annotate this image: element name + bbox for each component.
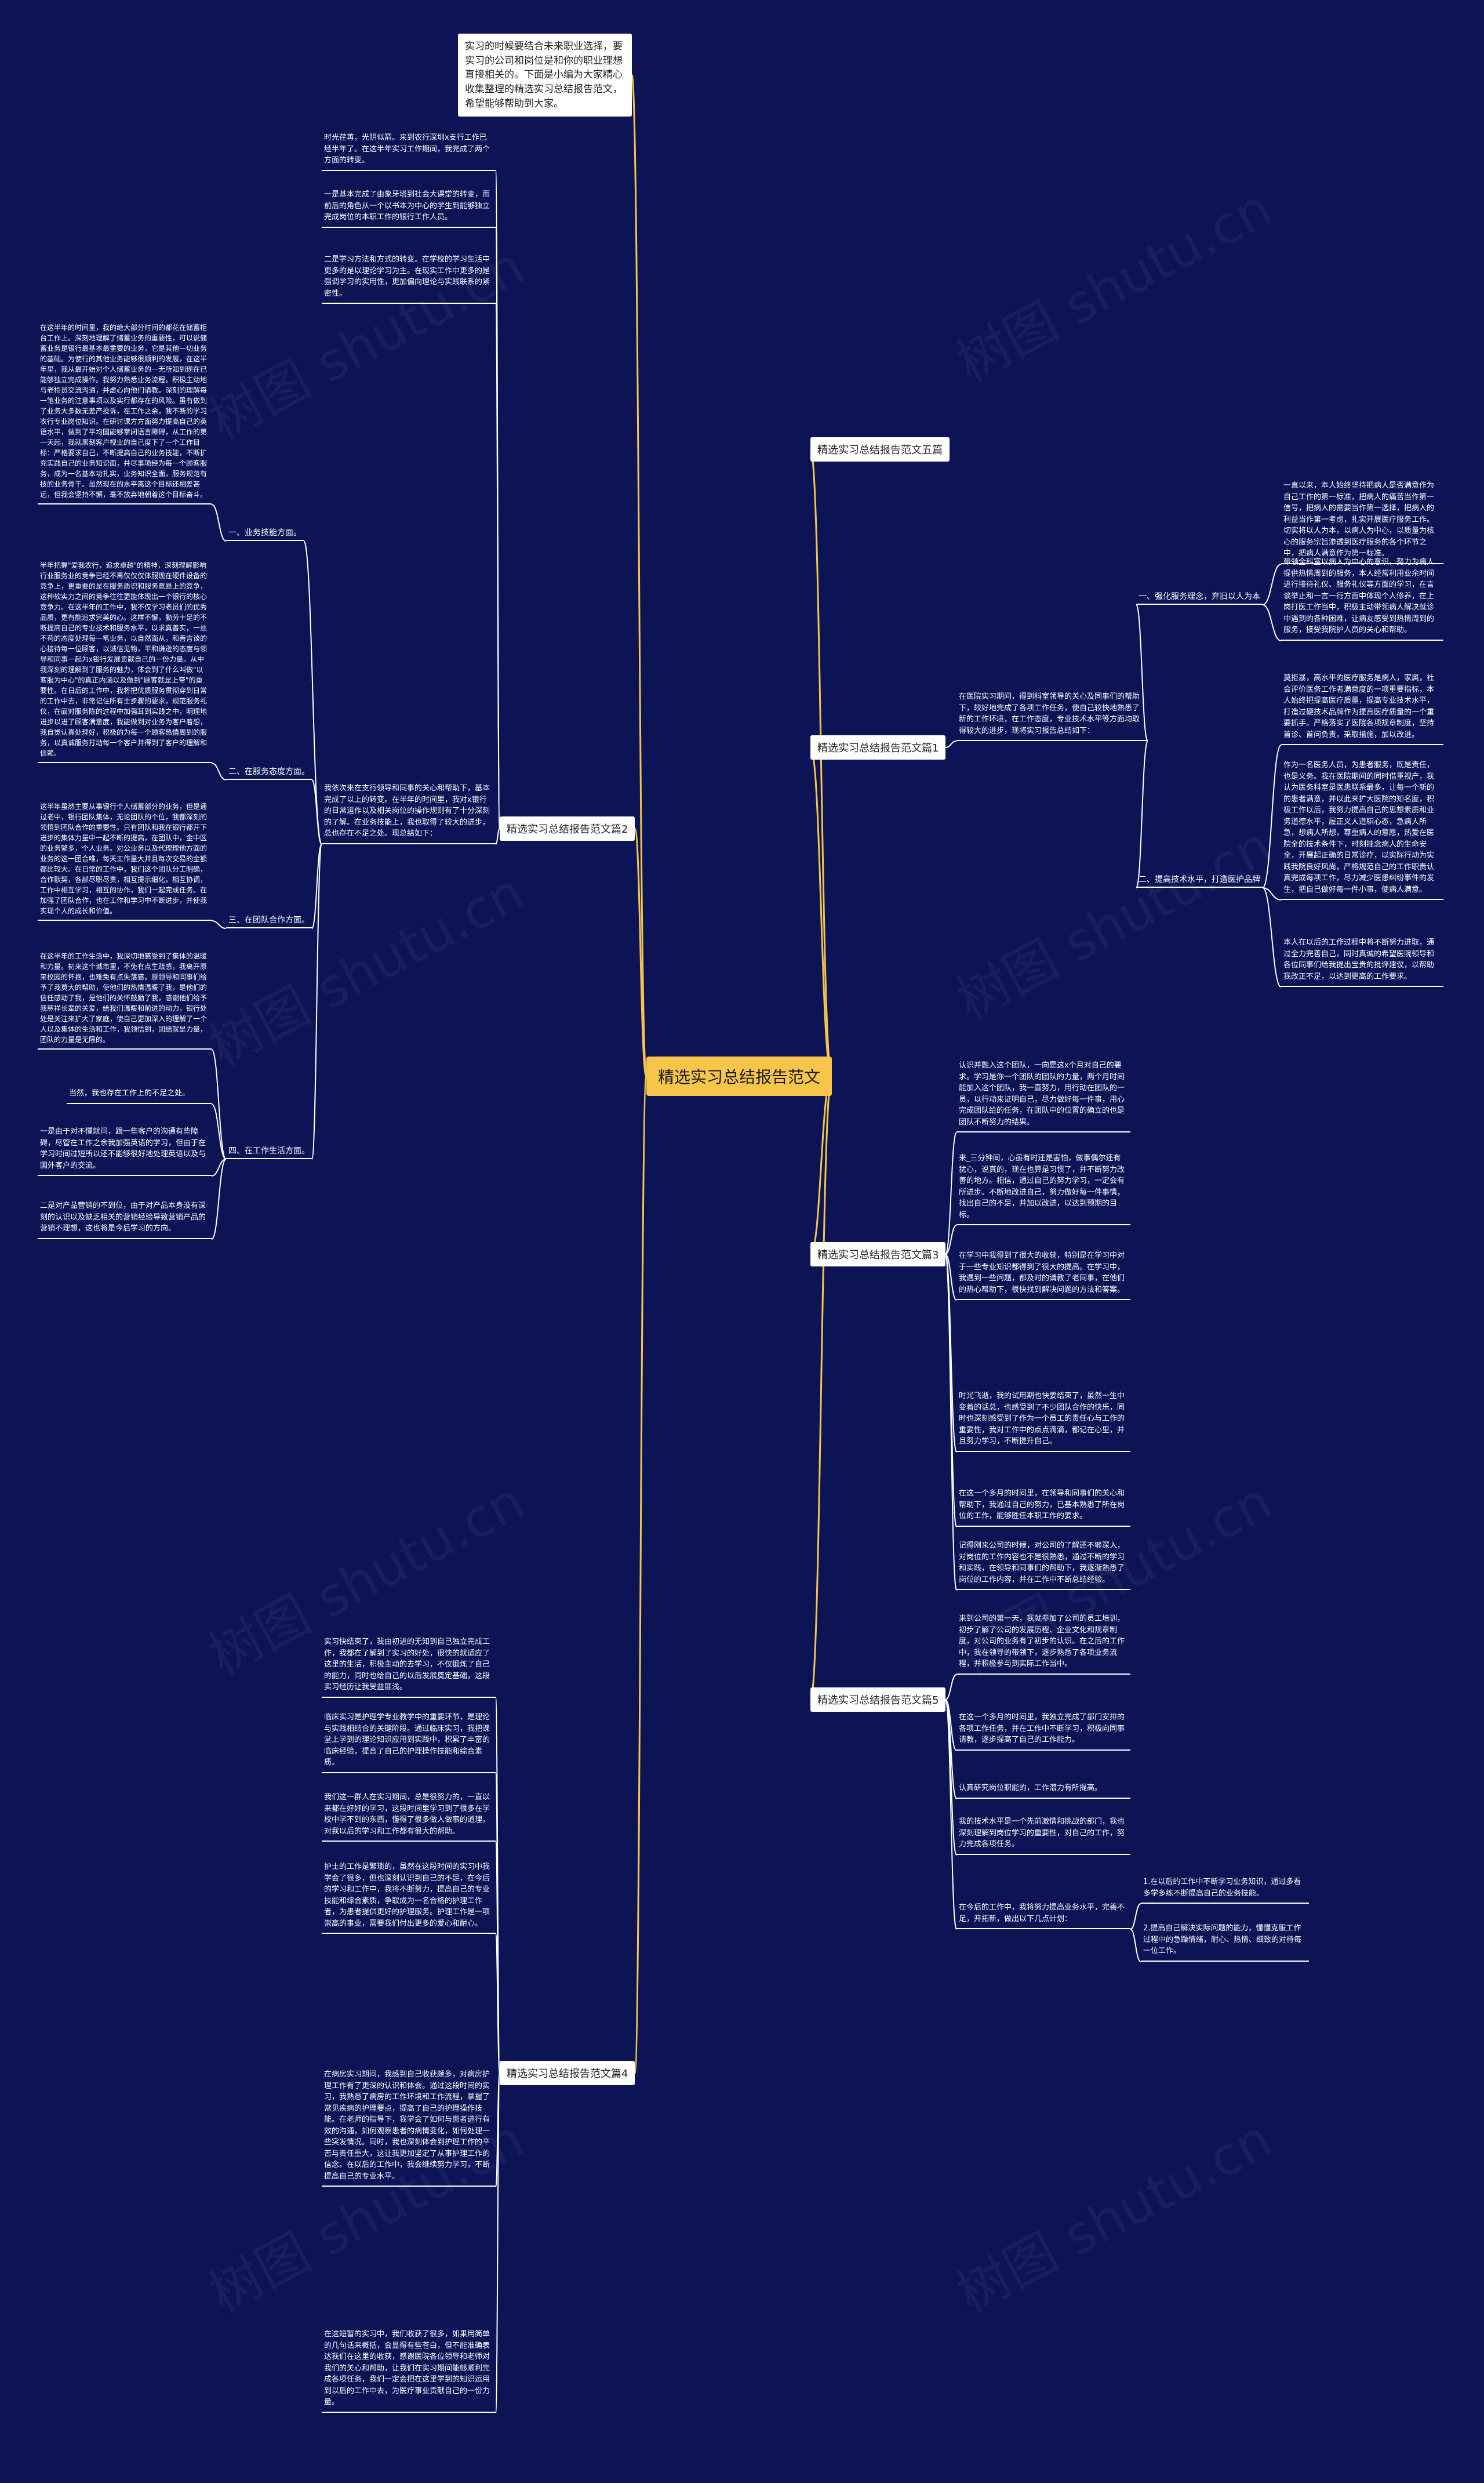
article-5-item: 来到公司的第一天，我就参加了公司的员工培训，初步了解了公司的发展历程、企业文化和… xyxy=(956,1613,1130,1675)
article-2-section-teamwork: 三、在团队合作方面。 xyxy=(226,914,312,928)
article-5-item: 在今后的工作中，我将努力提高业务水平，完善不足，开拓新，做出以下几点计划： xyxy=(956,1902,1130,1929)
connector-line xyxy=(634,1075,648,2074)
connector-line xyxy=(945,1254,957,1591)
article-4-item: 实习快结束了，我由初进的无知到自己独立完成工作，我都在了解到了实习的好处，很快的… xyxy=(322,1636,496,1698)
connector-line xyxy=(495,1933,500,2074)
article-2-section-service: 二、在服务态度方面。 xyxy=(226,765,312,780)
connector-line xyxy=(945,1699,957,1930)
connector-line xyxy=(945,1225,957,1255)
connector-line xyxy=(1262,564,1282,605)
branch-article-1[interactable]: 精选实习总结报告范文篇1 xyxy=(810,735,946,760)
branch-article-2[interactable]: 精选实习总结报告范文篇2 xyxy=(500,816,635,841)
article-2-life-text: 在这半年的工作生活中，我深切地感受到了集体的温暖和力量。初来这个城市里，不免有点… xyxy=(38,951,212,1050)
connector-line xyxy=(945,1674,957,1700)
article-4-item: 护士的工作是繁琐的，虽然在这段时间的实习中我学会了很多，但也深刻认识到自己的不足… xyxy=(322,1861,496,1934)
connector-line xyxy=(945,1132,957,1255)
article-3-item: 来_三分钟间，心虽有时还是害怕，做事偶尔还有犹心，说真的，现在也算是习惯了，并不… xyxy=(956,1153,1130,1225)
connector-line xyxy=(211,1159,227,1240)
connector-line xyxy=(1262,887,1282,988)
article-5-item: 我的技术水平是一个先前激情和挑战的部门，我也深刻理解到岗位学习的重要性，对自己的… xyxy=(956,1816,1130,1855)
article-4-item: 临床实习是护理学专业教学中的重要环节，是理论与实践相结合的关键阶段。通过临床实习… xyxy=(322,1712,496,1773)
connector-line xyxy=(1262,887,1282,901)
article-2-summary: 我依次来在支行领导和同事的关心和帮助下，基本完成了以上的转变。在半年的时间里，我… xyxy=(322,783,496,844)
article-2-shortcoming: 一是由于对不懂就问，跟一些客户的沟通有些障碍，尽管在工作之余我加强英语的学习，但… xyxy=(38,1126,212,1176)
article-5-item: 认真研究岗位职能的，工作潜力有所提高。 xyxy=(956,1783,1130,1799)
connector-line xyxy=(311,844,322,1160)
connector-line xyxy=(1130,1903,1141,1930)
article-1-item: 带领全科室以病人为中心的意识，努力为病人提供热情周到的服务，本人经常利用业余时间… xyxy=(1281,557,1443,641)
connector-line xyxy=(211,504,227,542)
article-5-item: 在这一个多月的时间里，我独立完成了部门安排的各项工作任务，并在工作中不断学习，积… xyxy=(956,1712,1130,1751)
article-2-intro-item: 一是基本完成了由象牙塔到社会大课堂的转变，而前后的角色从一个以书本为中心的学生到… xyxy=(322,189,496,228)
article-1-summary: 在医院实习期间，得到科室领导的关心及同事们的帮助下，较好地完成了各项工作任务，使… xyxy=(956,691,1148,741)
article-3-item: 认识并融入这个团队，一向是这x个月对自己的要求。学习是你一个团队的团队的力量，两… xyxy=(956,1060,1130,1132)
article-4-item: 我们这一群人在实习期间，总是很努力的，一直以来都在好好的学习，这段时间里学习到了… xyxy=(322,1792,496,1842)
connector-line xyxy=(311,844,322,929)
branch-five-articles[interactable]: 精选实习总结报告范文五篇 xyxy=(810,437,950,462)
intro-text: 实习的时候要结合未来职业选择，要实习的公司和岗位是和你的职业理想直接相关的。下面… xyxy=(458,34,632,117)
article-1-item: 一直以来，本人始终坚持把病人是否满意作为自己工作的第一标准，把病人的痛苦当作第一… xyxy=(1281,480,1443,564)
connector-line xyxy=(809,448,833,1077)
article-1-item: 莫拒暴，高水平的医疗服务是病人，家属，社会评价医务工作者满意度的一项重要指标，本… xyxy=(1281,673,1443,745)
article-2-section-life: 四、在工作生活方面。 xyxy=(226,1145,312,1159)
connector-line xyxy=(945,1254,957,1301)
article-2-shortcoming: 当然，我也存在工作上的不足之处。 xyxy=(67,1088,212,1104)
connector-line xyxy=(211,1159,227,1177)
connector-line xyxy=(1136,740,1148,888)
connector-line xyxy=(495,2072,500,2413)
connector-line xyxy=(1130,1929,1141,1962)
connector-line xyxy=(211,1103,227,1160)
connector-line xyxy=(495,828,500,845)
connector-line xyxy=(311,779,322,845)
article-3-item: 在这一个多月的时间里，在领导和同事们的关心和帮助下，我通过自己的努力，已基本熟悉… xyxy=(956,1488,1130,1527)
article-2-shortcoming: 二是对产品营销的不到位，由于对产品本身没有深刻的认识以及缺乏相关的营销经验导致营… xyxy=(38,1200,212,1239)
connector-line xyxy=(495,303,500,829)
branch-article-5[interactable]: 精选实习总结报告范文篇5 xyxy=(810,1687,946,1712)
article-4-item: 在病房实习期间，我感到自己收获颇多，对病房护理工作有了更深的认识和体会。通过这段… xyxy=(322,2069,496,2187)
root-topic[interactable]: 精选实习总结报告范文 xyxy=(646,1057,832,1096)
connector-line xyxy=(211,763,227,781)
connector-line xyxy=(945,740,957,748)
connector-line xyxy=(1262,604,1282,641)
article-2-skills-text: 在这半年的时间里，我的绝大部分时间的都花在储蓄柜台工作上。深刻地理解了储蓄业务的… xyxy=(38,322,212,504)
article-2-section-skills: 一、业务技能方面。 xyxy=(226,527,304,541)
article-1-item: 作为一名医务人员，为患者服务，既是责任，也是义务。我在医院期间的同时借重视产，我… xyxy=(1281,760,1443,900)
article-4-item: 在这短暂的实习中，我们收获了很多，如果用简单的几句话来概括，会显得有些苍白，但不… xyxy=(322,2329,496,2413)
article-1-item: 本人在以后的工作过程中将不断努力进取，通过全力完善自己，同时真诚的希望医院领导和… xyxy=(1281,937,1443,987)
article-1-section-1: 一、强化服务理念，弃旧以人为本 xyxy=(1136,590,1263,605)
connector-line xyxy=(211,920,227,929)
connector-line xyxy=(809,1075,833,1701)
connector-line xyxy=(1136,604,1148,742)
article-3-item: 时光飞逝，我的试用期也快要结束了，虽然一生中变着的话总，也感受到了不少团队合作的… xyxy=(956,1391,1130,1452)
branch-article-3[interactable]: 精选实习总结报告范文篇3 xyxy=(810,1242,946,1266)
connector-line xyxy=(631,74,648,1077)
connector-line xyxy=(1262,745,1282,888)
article-1-section-2: 二、提高技术水平，打造医护品牌 xyxy=(1136,873,1263,888)
article-5-plan-item: 1.在以后的工作中不断学习业务知识，通过多看多学多练不断提高自己的业务技能。 xyxy=(1141,1876,1309,1904)
article-2-service-text: 半年把握"爱我农行，追求卓越"的精神，深刻理解影响行业服务业的竞争已经不再仅仅仅… xyxy=(38,560,212,763)
connector-line xyxy=(303,540,322,845)
article-2-intro-item: 时光荏苒，光阴似箭。来到农行深圳x支行工作已经半年了。在这半年实习工作期间，我完… xyxy=(322,132,496,171)
branch-article-4[interactable]: 精选实习总结报告范文篇4 xyxy=(500,2061,635,2085)
article-2-teamwork-text: 这半年虽然主要从事银行个人储蓄部分的业务，但是通过老中，银行团队集体，无论团队的… xyxy=(38,801,212,921)
article-5-plan-item: 2.提高自己解决实际问题的能力，懂懂克服工作过程中的急躁情绪，耐心、热情、细致的… xyxy=(1141,1923,1309,1962)
article-3-item: 记得刚来公司的时候，对公司的了解还不够深入，对岗位的工作内容也不是很熟悉，通过不… xyxy=(956,1540,1130,1590)
article-2-intro-item: 二是学习方法和方式的转变。在学校的学习生活中更多的是以理论学习为主。在现实工作中… xyxy=(322,254,496,304)
connector-line xyxy=(211,1049,227,1160)
article-3-item: 在学习中我得到了很大的收获，特别是在学习中对于一些专业知识都得到了很大的提高。在… xyxy=(956,1250,1130,1300)
